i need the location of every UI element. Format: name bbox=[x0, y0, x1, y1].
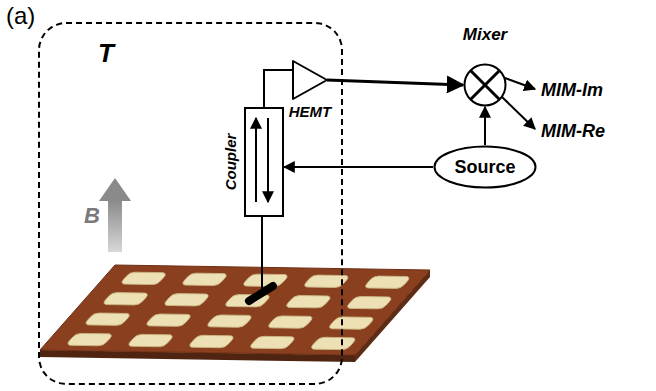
output-arrow bbox=[505, 78, 535, 89]
node-label: Mixer bbox=[463, 25, 507, 45]
signal-line bbox=[284, 166, 433, 168]
node-label: Coupler bbox=[222, 134, 239, 191]
sample-pads bbox=[66, 272, 412, 350]
field-arrow bbox=[99, 178, 131, 252]
mixer-circle bbox=[463, 63, 507, 107]
probe-wire bbox=[261, 215, 263, 289]
coupler-box: Coupler bbox=[244, 107, 284, 217]
coupler-arrow bbox=[267, 118, 269, 202]
signal-line bbox=[327, 80, 463, 85]
amplifier-symbol: HEMT bbox=[292, 60, 328, 100]
amplifier-triangle bbox=[292, 60, 328, 100]
enclosure-region: TCouplerHEMT bbox=[38, 22, 343, 385]
node-label: Source bbox=[454, 157, 515, 178]
probe-tip bbox=[249, 286, 273, 301]
signal-line bbox=[484, 107, 486, 145]
node-label: T bbox=[98, 38, 114, 69]
field-label: B bbox=[84, 203, 100, 229]
mixer-symbol: Mixer bbox=[463, 63, 507, 107]
sample-plate bbox=[40, 265, 430, 362]
node-label: HEMT bbox=[289, 103, 332, 120]
source-ellipse: Source bbox=[433, 145, 537, 189]
panel-label: (a) bbox=[6, 2, 35, 30]
signal-name: MIM-Im bbox=[541, 80, 603, 101]
signal-name: MIM-Re bbox=[541, 121, 605, 142]
coupler-arrow bbox=[255, 118, 257, 202]
output-arrow bbox=[502, 97, 535, 129]
signal-line bbox=[264, 70, 293, 107]
